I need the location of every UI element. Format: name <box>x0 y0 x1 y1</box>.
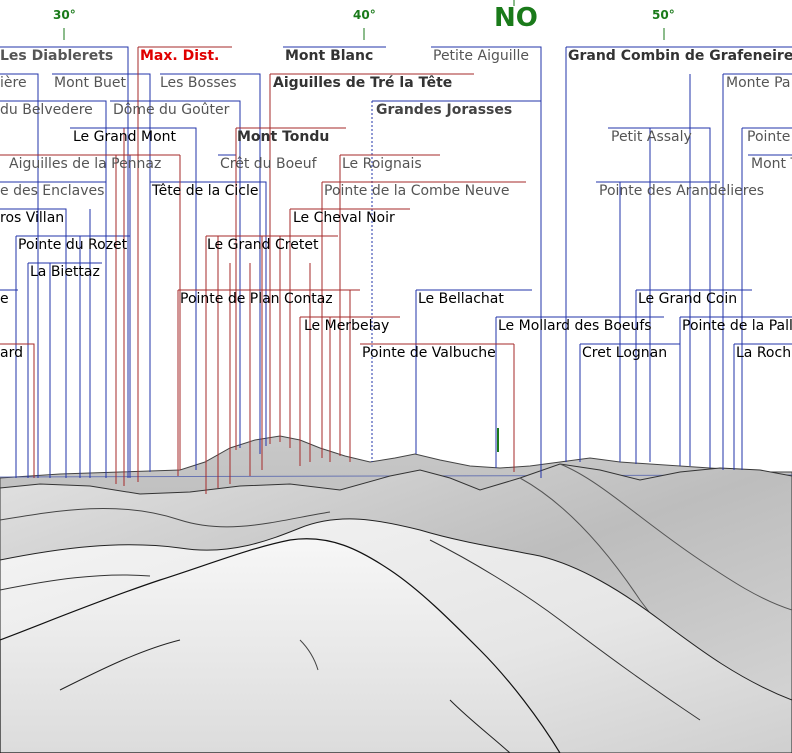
peak-label-les-diablerets[interactable]: Les Diablerets <box>0 48 114 64</box>
peak-label-iere[interactable]: ière <box>0 75 27 91</box>
peak-label-grand-combin[interactable]: Grand Combin de Grafeneire <box>568 48 792 64</box>
peak-label-le-roignais[interactable]: Le Roignais <box>342 156 422 172</box>
peak-label-pointe-de-la-combe-neuve[interactable]: Pointe de la Combe Neuve <box>324 183 510 199</box>
peak-label-tete-de-la-cicle[interactable]: Tête de la Cicle <box>152 183 259 199</box>
peak-label-e-cut[interactable]: e <box>0 291 9 307</box>
peak-label-pointe-cut[interactable]: Pointe <box>747 129 791 145</box>
peak-label-pointe-de-plan-contaz[interactable]: Pointe de Plan Contaz <box>180 291 333 307</box>
peak-label-le-mollard-des-boeufs[interactable]: Le Mollard des Boeufs <box>498 318 652 334</box>
peak-label-monte-pa[interactable]: Monte Pa <box>726 75 791 91</box>
compass-degree-30: 30° <box>53 8 76 22</box>
peak-label-le-merbelay[interactable]: Le Merbelay <box>304 318 390 334</box>
compass-ticks <box>63 0 665 40</box>
peak-label-pointe-des-arandelieres[interactable]: Pointe des Arandelieres <box>599 183 765 199</box>
peak-label-le-grand-mont[interactable]: Le Grand Mont <box>73 129 177 145</box>
peak-label-pointe-de-la-pall[interactable]: Pointe de la Pall <box>682 318 792 334</box>
peak-label-cret-du-boeuf[interactable]: Crêt du Boeuf <box>220 156 317 172</box>
peak-label-les-bosses[interactable]: Les Bosses <box>160 75 237 91</box>
peak-label-aiguilles-tre-la-tete[interactable]: Aiguilles de Tré la Tête <box>273 75 453 91</box>
peak-label-dome-du-gouter[interactable]: Dôme du Goûter <box>113 102 230 118</box>
peak-label-grandes-jorasses[interactable]: Grandes Jorasses <box>376 102 513 118</box>
peak-label-cret-lognan[interactable]: Cret Lognan <box>582 345 668 361</box>
peak-label-la-roch[interactable]: La Roch <box>736 345 792 361</box>
peak-label-le-grand-coin[interactable]: Le Grand Coin <box>638 291 738 307</box>
peak-label-mont-blanc[interactable]: Mont Blanc <box>285 48 374 64</box>
blue-leaders <box>0 46 792 478</box>
peak-label-ros-villan[interactable]: ros Villan <box>0 210 65 226</box>
peak-label-petite-aiguille[interactable]: Petite Aiguille <box>433 48 529 64</box>
peak-label-la-biettaz[interactable]: La Biettaz <box>30 264 100 280</box>
peak-label-du-belvedere[interactable]: du Belvedere <box>0 102 93 118</box>
peak-label-des-enclaves[interactable]: e des Enclaves <box>0 183 105 199</box>
peak-label-mont-buet[interactable]: Mont Buet <box>54 75 127 91</box>
compass-degree-40: 40° <box>353 8 376 22</box>
peak-label-pointe-de-valbuche[interactable]: Pointe de Valbuche <box>362 345 496 361</box>
peak-label-mont-tondu[interactable]: Mont Tondu <box>237 129 330 145</box>
peak-label-aiguilles-de-la-pennaz[interactable]: Aiguilles de la Pennaz <box>9 156 162 172</box>
peak-label-max-dist[interactable]: Max. Dist. <box>140 48 220 64</box>
front-slope <box>0 538 561 753</box>
peak-label-pointe-du-rozet[interactable]: Pointe du Rozet <box>18 237 128 253</box>
compass-degree-50: 50° <box>652 8 675 22</box>
peak-label-le-cheval-noir[interactable]: Le Cheval Noir <box>293 210 395 226</box>
peak-label-petit-assaly[interactable]: Petit Assaly <box>611 129 692 145</box>
peak-label-le-grand-cretet[interactable]: Le Grand Cretet <box>207 237 319 253</box>
red-leaders <box>0 46 526 494</box>
compass-direction-no: NO <box>494 3 538 33</box>
peak-label-ard[interactable]: ard <box>0 345 23 361</box>
peak-label-mont-t[interactable]: Mont T <box>751 156 792 172</box>
peak-label-le-bellachat[interactable]: Le Bellachat <box>418 291 504 307</box>
